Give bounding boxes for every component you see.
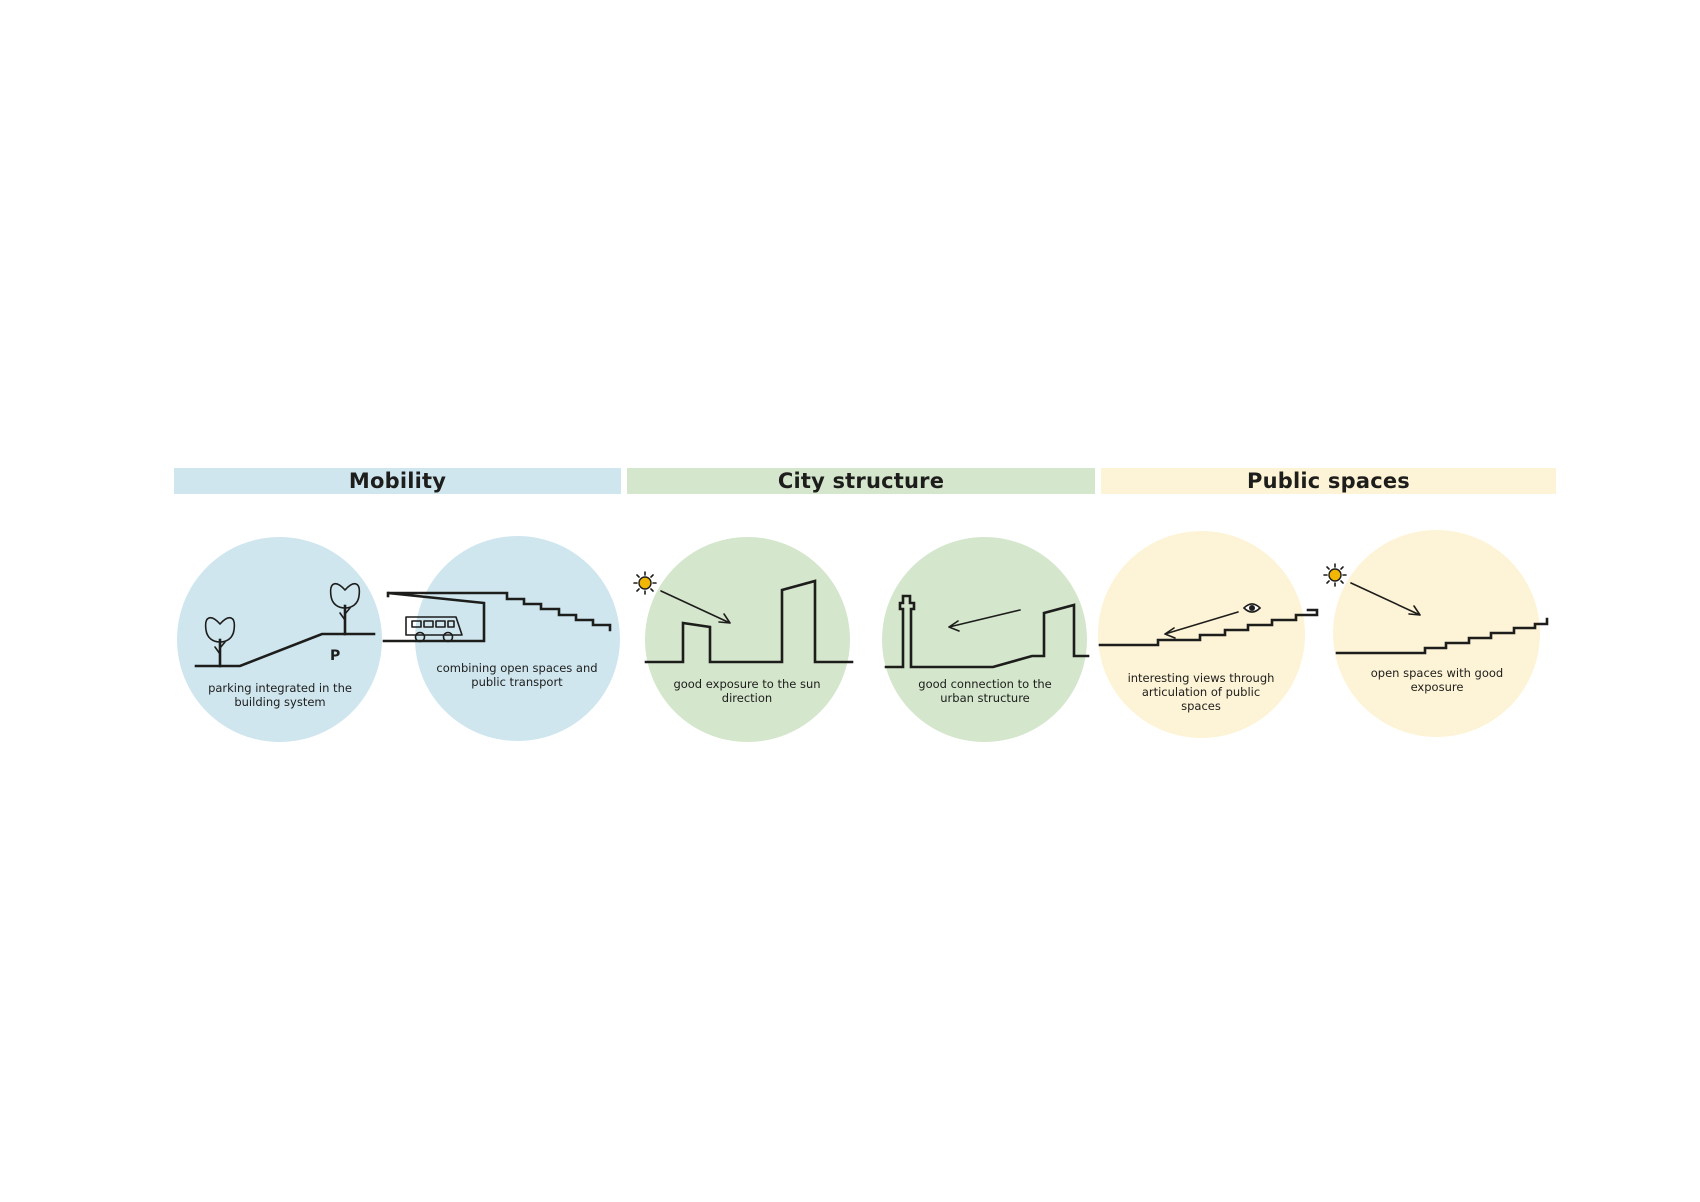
section-header-city-structure: City structure — [627, 468, 1095, 494]
caption-sun-exposure: good exposure to the sun direction — [673, 677, 821, 705]
circle-urban-connection — [882, 537, 1087, 742]
sun-icon-2 — [1323, 563, 1347, 587]
section-header-public-spaces: Public spaces — [1101, 468, 1556, 494]
tower-icon — [884, 594, 1090, 669]
parking-tree-icon — [194, 583, 376, 668]
eye-icon — [1242, 603, 1262, 613]
sun-exposure-drawing — [644, 579, 854, 664]
views-drawing — [1098, 608, 1319, 647]
parking-label: P — [330, 648, 340, 664]
sun-icon — [633, 571, 657, 595]
section-header-mobility: Mobility — [174, 468, 621, 494]
bus-icon — [382, 591, 612, 643]
caption-interesting-views: interesting views through articulation o… — [1127, 671, 1275, 713]
caption-open-spaces-exposure: open spaces with good exposure — [1370, 666, 1504, 694]
circle-public-transport — [415, 536, 620, 741]
open-spaces-drawing — [1335, 582, 1549, 655]
caption-public-transport: combining open spaces and public transpo… — [436, 661, 598, 689]
caption-parking: parking integrated in the building syste… — [208, 681, 352, 709]
caption-urban-connection: good connection to the urban structure — [918, 677, 1052, 705]
